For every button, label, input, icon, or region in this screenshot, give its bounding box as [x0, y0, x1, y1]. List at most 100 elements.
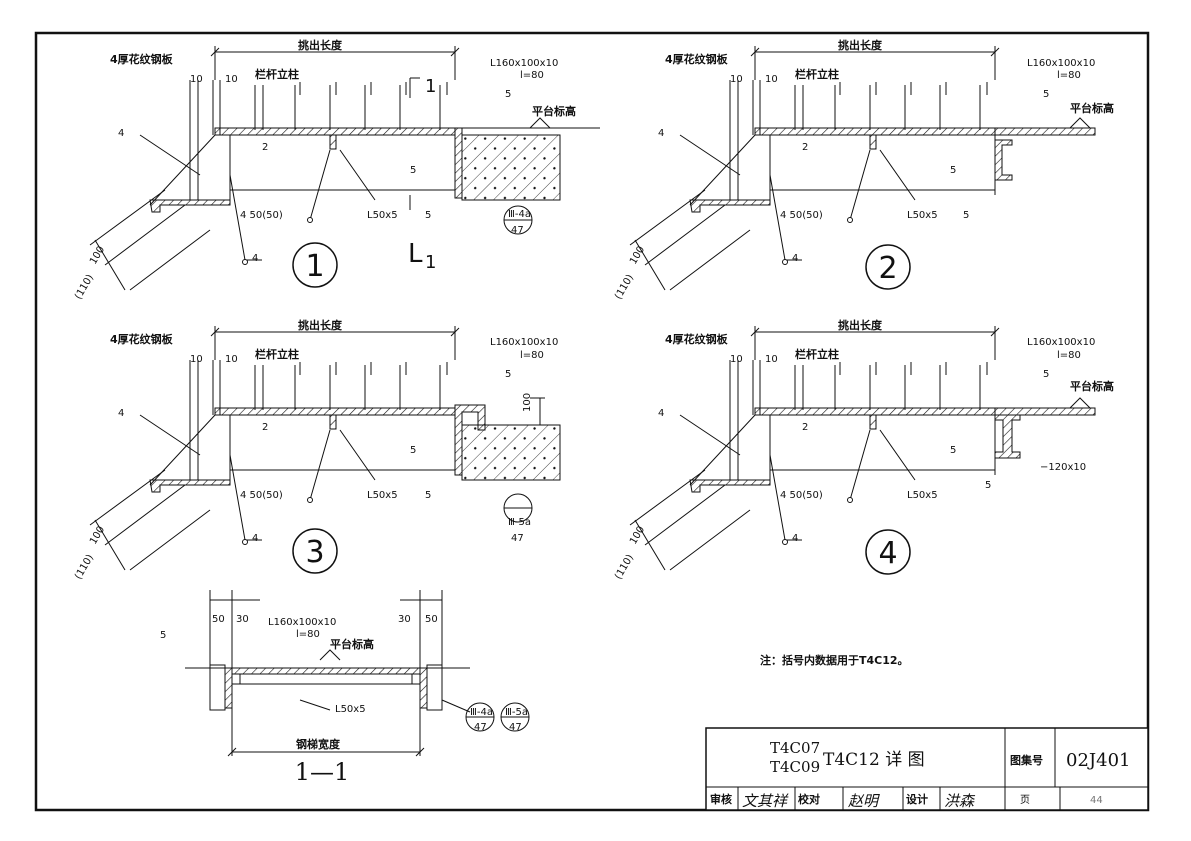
weld-4-3: 4: [118, 408, 124, 419]
post-label-4: 栏杆立柱: [795, 347, 839, 361]
angle-len-3: l=80: [520, 350, 544, 361]
ref-a-1: Ⅲ-4a: [508, 209, 531, 220]
plate-flat-4: −120x10: [1040, 462, 1086, 473]
post-label-1: 栏杆立柱: [255, 67, 299, 81]
weld-5-top-4: 5: [1043, 369, 1049, 380]
angle-small-3: L50x5: [367, 490, 398, 501]
plate-label-2: 4厚花纹钢板: [665, 52, 729, 66]
weld-5-top-2: 5: [1043, 89, 1049, 100]
title-line2: T4C09: [770, 758, 820, 776]
dim-10b-2: 10: [765, 74, 778, 85]
weld-5-low-1: 5: [425, 210, 431, 221]
detail-no-2: 2: [878, 251, 897, 286]
section-1-1: [185, 590, 530, 757]
weld-5-mid-4: 5: [950, 445, 956, 456]
weld-5-low-3: 5: [425, 490, 431, 501]
detail-no-3: 3: [305, 535, 324, 570]
plate-label-3: 4厚花纹钢板: [110, 332, 174, 346]
dim-10a-3: 10: [190, 354, 203, 365]
dim-50-right: 50: [425, 614, 438, 625]
cantilever-label-1: 挑出长度: [298, 38, 343, 52]
angle-len-4: l=80: [1057, 350, 1081, 361]
dim-110-1: (110): [73, 273, 96, 302]
note-text: 注：括号内数据用于T4C12。: [760, 653, 909, 667]
weld-450-1: 4 50(50): [240, 210, 283, 221]
angle-len-2: l=80: [1057, 70, 1081, 81]
atlas-number: 02J401: [1066, 750, 1130, 771]
angle-big-1: L160x100x10: [490, 58, 558, 69]
ref-a-s: Ⅲ-4a: [470, 707, 493, 718]
detail-1: [89, 45, 600, 291]
weld-4-2: 4: [658, 128, 664, 139]
angle-small-2: L50x5: [907, 210, 938, 221]
angle-big-3: L160x100x10: [490, 337, 558, 348]
weld-5-top-1: 5: [505, 89, 511, 100]
detail-circle-2: [865, 244, 911, 290]
dim-10b-1: 10: [225, 74, 238, 85]
post-label-2: 栏杆立柱: [795, 67, 839, 81]
detail-circle-1: [292, 242, 338, 288]
section-title: 1—1: [295, 758, 350, 786]
review-label: 审核: [710, 792, 732, 806]
cantilever-label-2: 挑出长度: [838, 38, 883, 52]
dim-110-4: (110): [613, 553, 636, 582]
plate-label-1: 4厚花纹钢板: [110, 52, 174, 66]
section-mark-top-1: 1: [425, 76, 436, 97]
dim-110-2: (110): [613, 273, 636, 302]
detail-3: [89, 325, 561, 571]
detail-circle-4: [865, 529, 911, 575]
weld-450-2: 4 50(50): [780, 210, 823, 221]
angle-big-4: L160x100x10: [1027, 337, 1095, 348]
detail-2: [629, 45, 1096, 291]
title-line1: T4C07: [770, 739, 820, 757]
section-mark-bottom-num: 1: [425, 252, 436, 273]
ref-47a-s: 47: [474, 722, 487, 733]
ref-b-3: Ⅲ-5a: [508, 517, 531, 528]
platform-label-s: 平台标高: [330, 637, 374, 651]
weld-450-4: 4 50(50): [780, 490, 823, 501]
angle-big-s: L160x100x10: [268, 617, 336, 628]
ref-b-s: Ⅲ-5a: [505, 707, 528, 718]
detail-no-1: 1: [305, 249, 324, 284]
weld-5-mid-2: 5: [950, 165, 956, 176]
review-signature: 文其祥: [742, 792, 789, 810]
design-signature: 洪森: [944, 792, 976, 810]
dim-100-vert-3: 100: [522, 393, 533, 412]
atlas-label: 图集号: [1010, 753, 1043, 767]
weld-5-top-3: 5: [505, 369, 511, 380]
design-label: 设计: [906, 792, 928, 806]
sheet-border: [34, 31, 1150, 812]
stair-width-label: 钢梯宽度: [296, 737, 341, 751]
angle-small-s: L50x5: [335, 704, 366, 715]
angle-big-2: L160x100x10: [1027, 58, 1095, 69]
weld-5-s: 5: [160, 630, 166, 641]
weld-4-low-3: 4: [252, 533, 258, 544]
angle-len-s: l=80: [296, 629, 320, 640]
detail-no-4: 4: [878, 536, 897, 571]
cantilever-label-4: 挑出长度: [838, 318, 883, 332]
dim-10b-4: 10: [765, 354, 778, 365]
weld-5-mid-3: 5: [410, 445, 416, 456]
dim-10a-2: 10: [730, 74, 743, 85]
detail-4: [629, 325, 1096, 571]
dim-10a-4: 10: [730, 354, 743, 365]
dim-50-left: 50: [212, 614, 225, 625]
weld-4-1: 4: [118, 128, 124, 139]
weld-450-3: 4 50(50): [240, 490, 283, 501]
weld-5-low-4: 5: [985, 480, 991, 491]
title-main: T4C12 详 图: [823, 750, 925, 770]
weld-2-4: 2: [802, 422, 808, 433]
weld-5-low-2: 5: [963, 210, 969, 221]
weld-2-2: 2: [802, 142, 808, 153]
dim-110-3: (110): [73, 553, 96, 582]
platform-label-2: 平台标高: [1070, 101, 1114, 115]
dim-10a-1: 10: [190, 74, 203, 85]
weld-5-mid-1: 5: [410, 165, 416, 176]
angle-small-1: L50x5: [367, 210, 398, 221]
plate-label-4: 4厚花纹钢板: [665, 332, 729, 346]
detail-circle-3: [292, 528, 338, 574]
platform-label-4: 平台标高: [1070, 379, 1114, 393]
weld-4-low-2: 4: [792, 253, 798, 264]
weld-4-low-1: 4: [252, 253, 258, 264]
